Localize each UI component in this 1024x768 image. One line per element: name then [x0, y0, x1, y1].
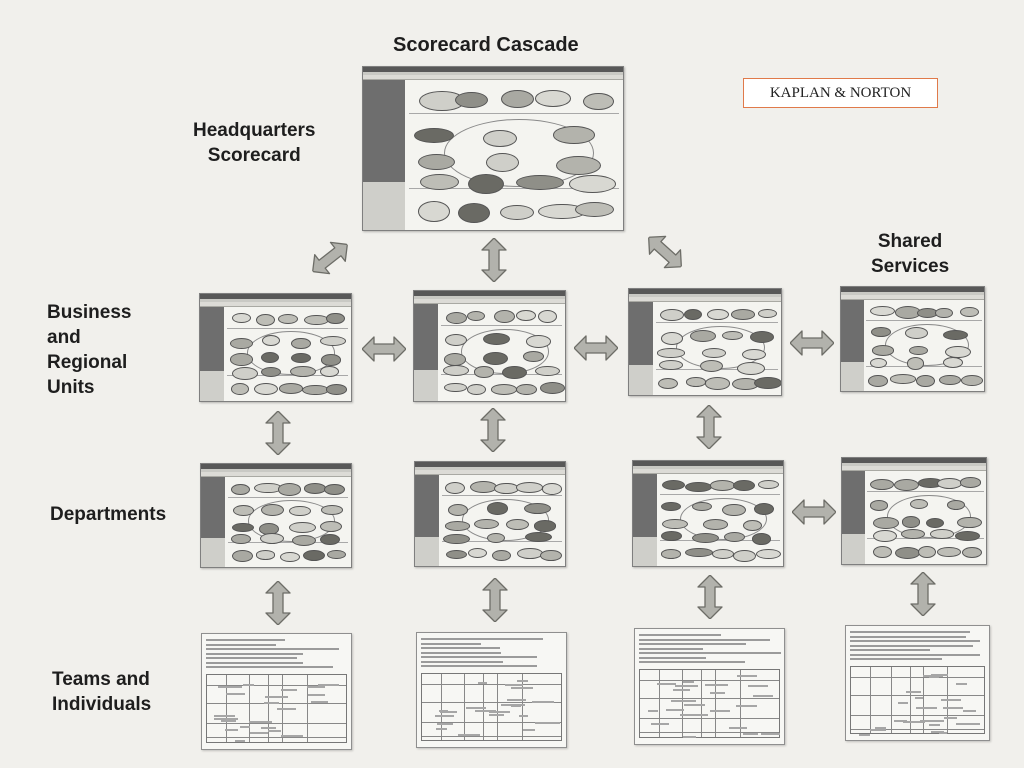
department-2-screenshot	[414, 461, 566, 567]
double-arrow-icon	[481, 238, 507, 282]
team-scorecard-1-document	[201, 633, 352, 750]
headquarters-scorecard-screenshot	[362, 66, 624, 231]
departments-label: Departments	[50, 504, 167, 525]
business-units-label-line-3: Regional	[47, 352, 128, 373]
shared-services-label-line-1: Shared	[877, 231, 943, 252]
department-3-screenshot	[632, 460, 784, 567]
diagram-title: Scorecard Cascade	[393, 34, 579, 56]
headquarters-label-line-2: Scorecard	[207, 145, 301, 166]
double-arrow-icon	[305, 234, 356, 282]
team-scorecard-4-document	[845, 625, 990, 741]
team-scorecard-3-document	[634, 628, 785, 745]
headquarters-label: Headquarters Scorecard	[193, 118, 316, 168]
headquarters-label-line-1: Headquarters	[193, 120, 316, 141]
department-1-screenshot	[200, 463, 352, 568]
shared-services-screenshot	[840, 286, 985, 392]
teams-label-line-1: Teams and	[52, 669, 150, 690]
team-scorecard-2-document	[416, 632, 567, 748]
double-arrow-icon	[792, 499, 836, 525]
teams-label-line-2: Individuals	[52, 694, 152, 715]
double-arrow-icon	[482, 578, 508, 622]
business-unit-2-screenshot	[413, 290, 566, 402]
business-units-label-line-2: and	[47, 327, 81, 348]
business-units-label: Business and Regional Units	[47, 300, 131, 400]
double-arrow-icon	[265, 411, 291, 455]
business-units-label-line-4: Units	[47, 377, 95, 398]
double-arrow-icon	[697, 575, 723, 619]
shared-services-label: Shared Services	[871, 229, 949, 279]
double-arrow-icon	[640, 228, 690, 277]
double-arrow-icon	[910, 572, 936, 616]
business-units-label-line-1: Business	[47, 302, 132, 323]
double-arrow-icon	[574, 335, 618, 361]
business-unit-1-screenshot	[199, 293, 352, 402]
shared-services-label-line-2: Services	[871, 256, 950, 277]
shared-services-department-screenshot	[841, 457, 987, 565]
credit-box: KAPLAN & NORTON	[743, 78, 938, 108]
teams-label: Teams and Individuals	[52, 667, 151, 717]
double-arrow-icon	[265, 581, 291, 625]
double-arrow-icon	[696, 405, 722, 449]
double-arrow-icon	[480, 408, 506, 452]
double-arrow-icon	[790, 330, 834, 356]
business-unit-3-screenshot	[628, 288, 782, 396]
double-arrow-icon	[362, 336, 406, 362]
